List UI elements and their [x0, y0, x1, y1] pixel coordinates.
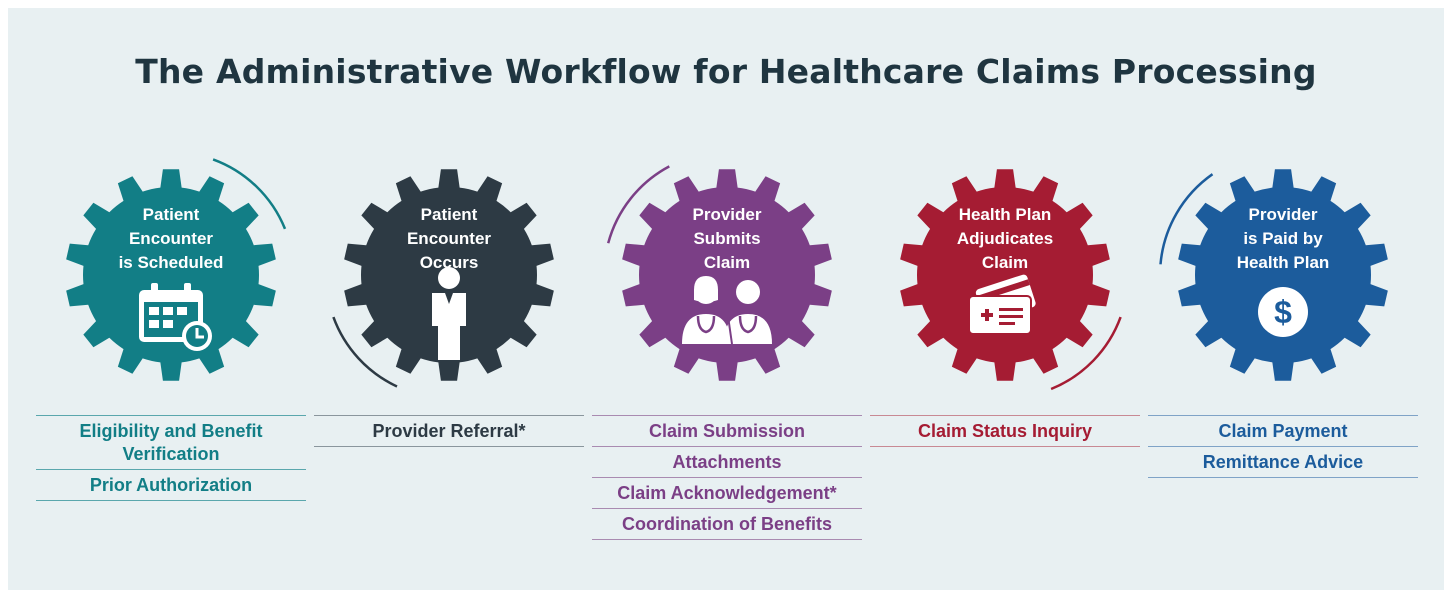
task-list: Claim Payment Remittance Advice [1148, 415, 1418, 478]
page-title: The Administrative Workflow for Healthca… [135, 52, 1317, 91]
person-icon [432, 267, 466, 360]
task-list: Eligibility and Benefit Verification Pri… [36, 415, 306, 501]
stage-label: Patient Encounter Occurs [406, 205, 492, 272]
connector-arc [212, 158, 287, 230]
gear-shape [900, 169, 1122, 391]
task-list: Provider Referral* [314, 415, 584, 447]
stage-patient-encounter-occurs: Patient Encounter Occurs Provider Referr… [314, 0, 584, 598]
stage-provider-paid-by-health-plan: $ Provider is Paid by Health Plan Claim … [1148, 0, 1418, 598]
stage-patient-encounter-scheduled: Patient Encounter is Scheduled Eligibili… [36, 0, 306, 598]
task-list: Claim Status Inquiry [870, 415, 1140, 447]
task-item: Attachments [592, 447, 862, 478]
task-item: Claim Acknowledgement* [592, 478, 862, 509]
task-item: Provider Referral* [314, 416, 584, 447]
dollar-icon: $ [1258, 287, 1308, 337]
task-item: Remittance Advice [1148, 447, 1418, 478]
task-item: Claim Status Inquiry [870, 416, 1140, 447]
task-item: Claim Submission [592, 416, 862, 447]
stage-label: Health Plan Adjudicates Claim [956, 205, 1054, 272]
task-item: Coordination of Benefits [592, 509, 862, 540]
task-list: Claim Submission Attachments Claim Ackno… [592, 415, 862, 540]
task-item: Eligibility and Benefit Verification [36, 416, 306, 470]
calendar-icon [139, 283, 212, 351]
connector-arc [1159, 173, 1214, 265]
task-item: Prior Authorization [36, 470, 306, 501]
stage-health-plan-adjudicates-claim: Health Plan Adjudicates Claim Claim Stat… [870, 0, 1140, 598]
gear-shape [332, 169, 554, 388]
gear-shape [66, 158, 287, 381]
doctors-icon [682, 276, 772, 345]
connector-arc [606, 165, 670, 244]
stage-label: Provider is Paid by Health Plan [1236, 205, 1330, 272]
gear-shape: $ [1159, 169, 1388, 381]
connector-arc [332, 316, 398, 388]
task-item: Claim Payment [1148, 416, 1418, 447]
stage-label: Patient Encounter is Scheduled [118, 205, 224, 272]
svg-text:$: $ [1274, 294, 1292, 330]
stage-label: Provider Submits Claim [692, 205, 762, 272]
gear-outline [900, 169, 1110, 381]
stage-provider-submits-claim: Provider Submits Claim Claim Submission … [592, 0, 862, 598]
gear-outline [66, 169, 276, 381]
gear-outline [1178, 169, 1388, 381]
connector-arc [1050, 316, 1122, 391]
gear-shape [606, 165, 832, 381]
gear-outline [622, 169, 832, 381]
insurance-card-icon [968, 274, 1036, 335]
